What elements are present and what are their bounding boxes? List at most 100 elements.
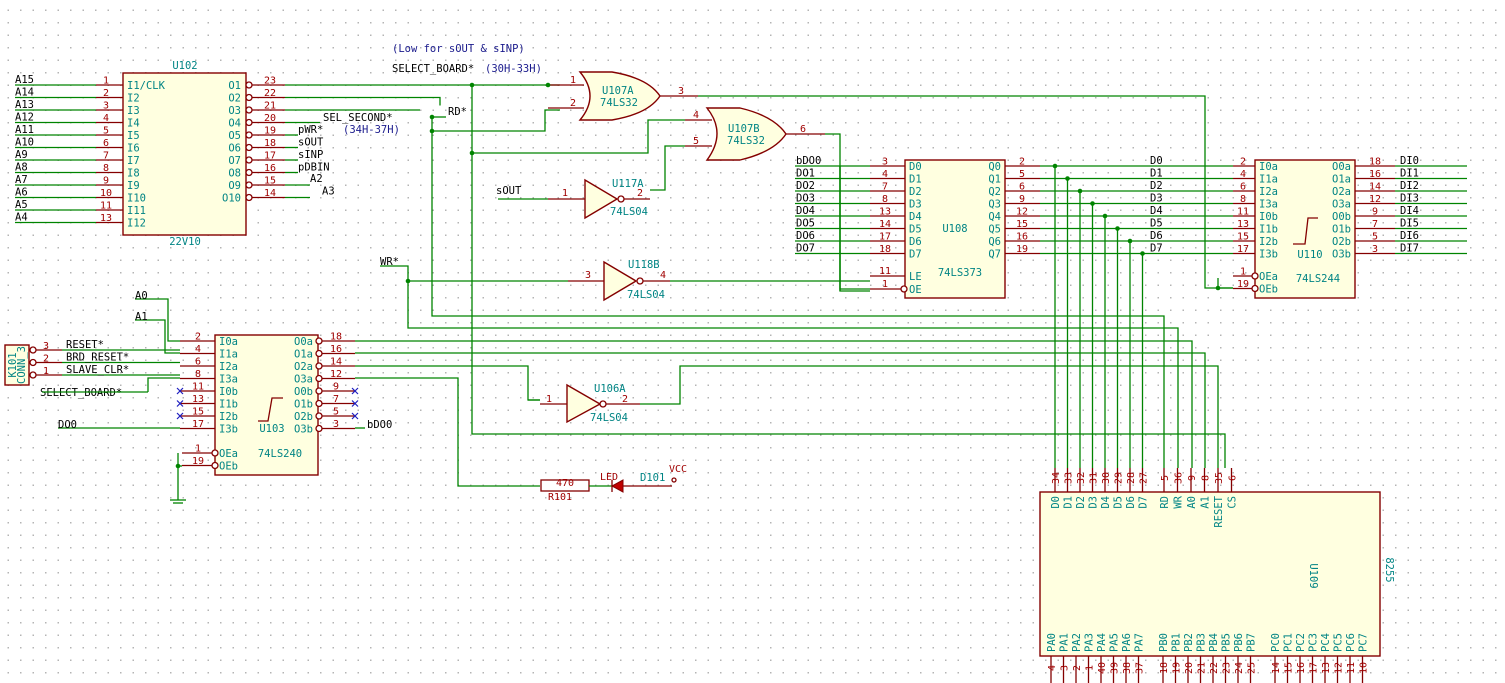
a1-to-8255 [355, 352, 1206, 468]
u102-body [122, 72, 247, 236]
u108-pin-name: D5 [909, 224, 922, 236]
inversion-bubble [245, 193, 253, 202]
u102-pin-name: I10 [127, 193, 146, 205]
wr-to-8255 [407, 281, 1179, 468]
u107a-pin: 1 [570, 75, 576, 86]
u109-pin-name: D2 [1075, 496, 1087, 509]
u103-pin-name: O1b [294, 399, 313, 411]
u109-pin-name: D5 [1113, 496, 1125, 509]
u103-pin-name: O3a [294, 374, 313, 386]
u109-pin-num: 28 [1126, 472, 1137, 484]
u109-pin-num: 1 [1085, 665, 1096, 671]
u110-pin-name: I0a [1259, 161, 1278, 173]
r101-value: 470 [556, 478, 574, 489]
u102-pin-name: O3 [228, 105, 241, 117]
u102-pin-num: 20 [264, 113, 276, 124]
junction-dot [1140, 251, 1145, 256]
u103-pin-name: I1b [219, 399, 238, 411]
r101-ref: R101 [548, 492, 572, 503]
u103-pin-name: O3b [294, 424, 313, 436]
u102-pin-num: 18 [264, 138, 276, 149]
u103-pin-num: 17 [192, 419, 204, 430]
u102-pin-num: 22 [264, 88, 276, 99]
u108-pin-name: Q0 [988, 161, 1001, 173]
u110-pin-name: O2b [1332, 236, 1351, 248]
u109-pin-num: 38 [1122, 662, 1133, 674]
u102-pin-num: 4 [103, 113, 109, 124]
junction-dot [545, 82, 551, 88]
junction-dot [1115, 226, 1120, 231]
d101-ref: D101 [640, 472, 665, 484]
u103-pin-num: 15 [192, 407, 204, 418]
u108-pin-name: D2 [909, 186, 922, 198]
u109-pin-num: 13 [1321, 662, 1332, 674]
u103-pin-name: O0b [294, 386, 313, 398]
u109-pin-name: PA7 [1134, 633, 1146, 652]
inversion-bubble [315, 362, 323, 370]
u109-pin-num: 40 [1097, 662, 1108, 674]
u110-output-net: DI3 [1400, 193, 1419, 205]
u109-pin-num: 19 [1172, 662, 1183, 674]
u109-pin-name: D3 [1088, 496, 1100, 509]
u106a-pin: 2 [622, 394, 628, 405]
u110-pin-num: 15 [1237, 232, 1249, 243]
u110-pin-name: O1b [1332, 224, 1351, 236]
inversion-bubble [617, 195, 625, 203]
u103-pin-name: I3b [219, 424, 238, 436]
u109-pin-name: PA4 [1096, 633, 1108, 652]
u102-pin-name: O2 [228, 93, 241, 105]
inversion-bubble [315, 374, 323, 383]
reset-to-8255 [640, 365, 1219, 468]
u110-pin-num: 9 [1372, 207, 1378, 218]
u102-pin-name: O4 [228, 118, 241, 130]
u109-pin-num: 9 [1187, 475, 1198, 481]
net-wr: WR* [380, 256, 399, 268]
u109-pin-name: PC3 [1308, 633, 1320, 652]
u109-pin-num: 12 [1334, 662, 1345, 674]
u117a-pin: 1 [562, 188, 568, 199]
u107b-in-wire [471, 119, 685, 154]
u102-pin-num: 7 [103, 151, 109, 162]
u102-pin-num: 3 [103, 101, 109, 112]
u109-pin-name: A1 [1200, 496, 1212, 509]
rd-or-input [432, 109, 560, 132]
k101-ref: K101 [7, 352, 19, 377]
u110-output-net: DI2 [1400, 180, 1419, 192]
u108-input-net: bDO0 [796, 155, 821, 167]
u109-pin-num: 3 [1060, 665, 1071, 671]
u107b-value: 74LS32 [727, 135, 765, 147]
u109-pin-name: PA0 [1046, 633, 1058, 652]
inversion-bubble [245, 168, 253, 177]
data-bus-net: D1 [1150, 168, 1163, 180]
u109-pin-name: A0 [1186, 496, 1198, 509]
d101-value: LED [600, 472, 618, 483]
u107b-in2-wire [650, 145, 685, 191]
d101-vcc-label: VCC [669, 464, 687, 475]
junction-dot [1052, 163, 1058, 169]
data-bus-net: D4 [1150, 205, 1163, 217]
u110-pin-name: O3b [1332, 249, 1351, 261]
u108-pin-num: 6 [1019, 182, 1025, 193]
u102-pin-num: 21 [264, 101, 276, 112]
inversion-bubble [599, 400, 607, 408]
u102-pin-name: I8 [127, 168, 140, 180]
u110-pin-num: 3 [1372, 244, 1378, 255]
u110-output-net: DI6 [1400, 230, 1419, 242]
u102-pin-num: 16 [264, 163, 276, 174]
inversion-bubble [211, 449, 219, 457]
u110-pin-name: I1b [1259, 224, 1278, 236]
u102-pin-num: 10 [100, 188, 112, 199]
u103-ref: U103 [259, 423, 284, 435]
u117a-ref: U117A [612, 178, 644, 190]
u107a-pin: 3 [678, 86, 684, 97]
u107b-or-gate [705, 107, 787, 161]
inversion-bubble [1251, 272, 1259, 280]
junction-dot [1065, 176, 1070, 181]
k101-body [4, 344, 30, 386]
u103-pin-name: O1a [294, 349, 313, 361]
u107a-ref: U107A [602, 85, 634, 97]
u108-pin-name: D1 [909, 174, 922, 186]
u109-pin-num: 25 [1247, 662, 1258, 674]
u109-pin-num: 14 [1271, 662, 1282, 674]
